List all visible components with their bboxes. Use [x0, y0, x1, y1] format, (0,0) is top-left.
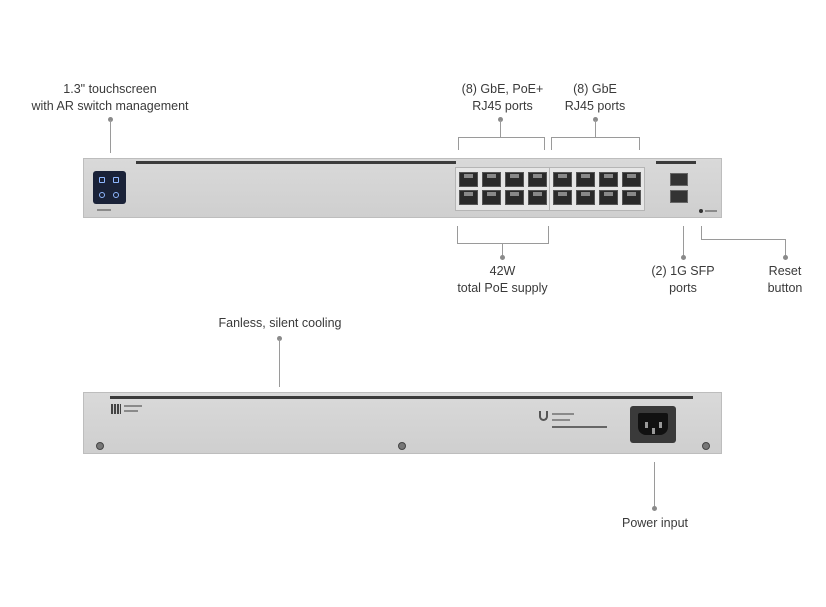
power-pin	[645, 422, 648, 428]
screen-icon-2	[113, 177, 119, 183]
gbe-callout-dot	[593, 117, 598, 122]
cooling-callout-line	[279, 339, 280, 387]
gbe-bracket-left	[551, 137, 552, 150]
label-text	[124, 405, 142, 407]
poe-ports-label: (8) GbE, PoE+ RJ45 ports	[461, 82, 544, 113]
front-vent	[136, 161, 456, 164]
rj45-port[interactable]	[482, 172, 501, 187]
poe-supply-dot	[500, 255, 505, 260]
power-callout-dot	[652, 506, 657, 511]
screen-icon-3	[99, 192, 105, 198]
switch-front-panel	[83, 158, 722, 218]
poe-callout-dot	[498, 117, 503, 122]
screen-icon-4	[113, 192, 119, 198]
gbe-ports-label: (8) GbE RJ45 ports	[564, 82, 626, 113]
rj45-port[interactable]	[576, 172, 595, 187]
reset-callout-dot	[783, 255, 788, 260]
rj45-port[interactable]	[482, 190, 501, 205]
rj45-port[interactable]	[622, 190, 641, 205]
switch-rear-panel	[83, 392, 722, 454]
poe-supply-bracket-left	[457, 226, 458, 243]
regulatory-text	[552, 413, 574, 415]
sfp-callout-dot	[681, 255, 686, 260]
rj45-port[interactable]	[528, 172, 547, 187]
gbe-port-group	[549, 167, 645, 211]
label-text	[124, 410, 138, 412]
power-pin	[652, 428, 655, 434]
rj45-port[interactable]	[553, 190, 572, 205]
screw-icon	[702, 442, 710, 450]
regulatory-text	[552, 426, 607, 428]
poe-port-group	[455, 167, 551, 211]
rj45-port[interactable]	[553, 172, 572, 187]
poe-supply-bracket-bar	[457, 243, 549, 244]
rj45-port[interactable]	[576, 190, 595, 205]
rj45-port[interactable]	[528, 190, 547, 205]
power-pin	[659, 422, 662, 428]
power-input-label: Power input	[621, 516, 688, 530]
reset-button[interactable]	[699, 209, 703, 213]
touchscreen-display[interactable]	[93, 171, 126, 204]
ubiquiti-logo	[539, 411, 548, 421]
rj45-port[interactable]	[599, 172, 618, 187]
touchscreen-label: 1.3" touchscreen with AR switch manageme…	[31, 82, 189, 113]
reset-callout-vert-top	[701, 226, 702, 240]
sfp-ports-label: (2) 1G SFP ports	[651, 264, 715, 295]
rj45-port[interactable]	[622, 172, 641, 187]
screw-icon	[96, 442, 104, 450]
power-input-socket[interactable]	[630, 406, 676, 443]
rj45-port[interactable]	[505, 190, 524, 205]
reset-callout-horiz	[701, 239, 786, 240]
sfp-port[interactable]	[670, 173, 688, 186]
cooling-label: Fanless, silent cooling	[218, 316, 342, 330]
sfp-callout-line	[683, 226, 684, 257]
gbe-bracket-right	[639, 137, 640, 150]
sfp-port[interactable]	[670, 190, 688, 203]
poe-supply-bracket-right	[548, 226, 549, 243]
screw-icon	[398, 442, 406, 450]
screen-icon-1	[99, 177, 105, 183]
poe-bracket-right	[544, 137, 545, 150]
reset-callout-vert	[785, 239, 786, 257]
reset-text	[705, 210, 717, 212]
rj45-port[interactable]	[599, 190, 618, 205]
poe-bracket-bar	[458, 137, 544, 138]
regulatory-text	[552, 419, 570, 421]
poe-supply-stem	[502, 243, 503, 257]
touchscreen-callout-line	[110, 120, 111, 153]
cooling-callout-dot	[277, 336, 282, 341]
gbe-bracket-bar	[551, 137, 639, 138]
rear-vent	[110, 396, 693, 399]
qr-code	[111, 404, 121, 414]
front-vent-right	[656, 161, 696, 164]
rj45-port[interactable]	[459, 190, 478, 205]
gbe-bracket-stem	[595, 120, 596, 137]
poe-bracket-stem	[500, 120, 501, 137]
poe-bracket-left	[458, 137, 459, 150]
poe-supply-label: 42W total PoE supply	[457, 264, 548, 295]
power-callout-line	[654, 462, 655, 508]
model-text	[97, 209, 111, 211]
rj45-port[interactable]	[459, 172, 478, 187]
reset-button-label: Reset button	[767, 264, 803, 295]
touchscreen-callout-dot	[108, 117, 113, 122]
rj45-port[interactable]	[505, 172, 524, 187]
